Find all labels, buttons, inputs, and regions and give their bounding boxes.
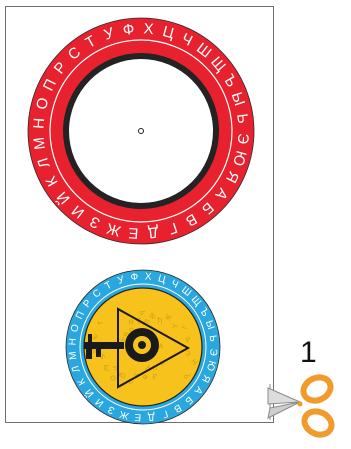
outer-wheel-letter: Х: [143, 20, 154, 38]
decor-letter: Ы: [102, 365, 109, 372]
outer-wheel-letter: Е: [128, 224, 139, 242]
inner-cipher-wheel: АЗОХЬГКСШЯЖНФЫВЙРЧЮЕМУЪБИПЦЭДЛТЩ АБВГДЕЖ…: [66, 270, 220, 424]
inner-wheel-letter: Х: [144, 271, 152, 282]
inner-wheel-letter: Н: [67, 338, 79, 346]
outer-wheel-letter: М: [31, 136, 49, 150]
inner-wheel-letter: Е: [134, 411, 142, 422]
inner-wheel-letter: Э: [207, 348, 219, 356]
decor-letter: А: [159, 344, 164, 351]
hole-icon: [139, 129, 144, 134]
decor-letter: Я: [128, 319, 134, 327]
outer-wheel-letter: Н: [30, 117, 48, 129]
decor-letter: Т: [98, 320, 105, 325]
outer-wheel-letter: Ф: [122, 21, 135, 39]
outer-wheel-letter: Э: [234, 133, 252, 145]
scissors-icon: [268, 373, 335, 439]
outer-wheel-letter: Д: [147, 223, 159, 241]
inner-wheel-letter: М: [68, 351, 80, 361]
